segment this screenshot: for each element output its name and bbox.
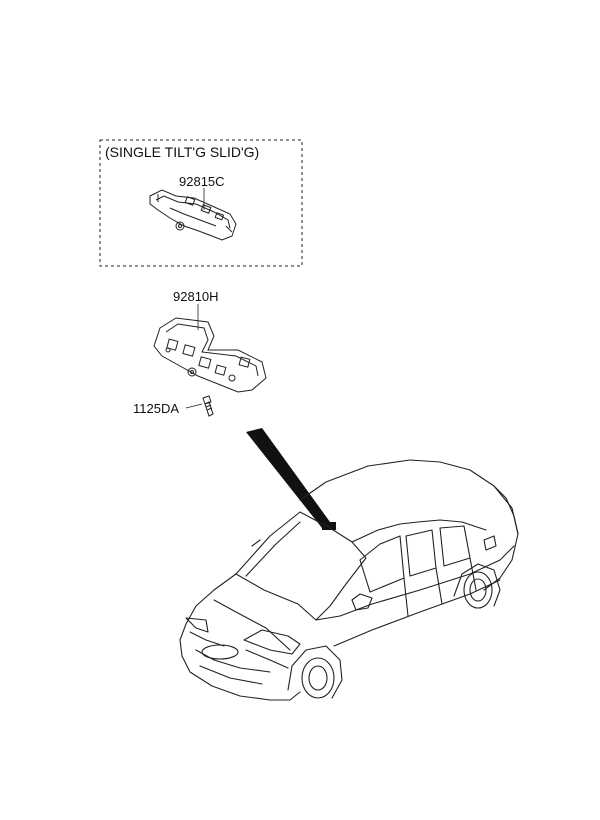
location-pointer (246, 428, 330, 528)
bracket-92810h-drawing[interactable] (153, 317, 267, 393)
car-drawing (179, 459, 519, 701)
bracket-92815c-drawing[interactable] (149, 189, 237, 241)
lamp-location-mark (322, 522, 336, 530)
part-label-1125da[interactable]: 1125DA (133, 401, 180, 416)
screw-1125da-drawing[interactable] (202, 395, 214, 417)
part-label-92815c[interactable]: 92815C (179, 174, 225, 189)
part-label-92810h[interactable]: 92810H (173, 289, 219, 304)
variant-box-caption: (SINGLE TILT'G SLID'G) (105, 144, 260, 160)
leader-1125da (185, 403, 203, 409)
variant-box (99, 139, 303, 267)
